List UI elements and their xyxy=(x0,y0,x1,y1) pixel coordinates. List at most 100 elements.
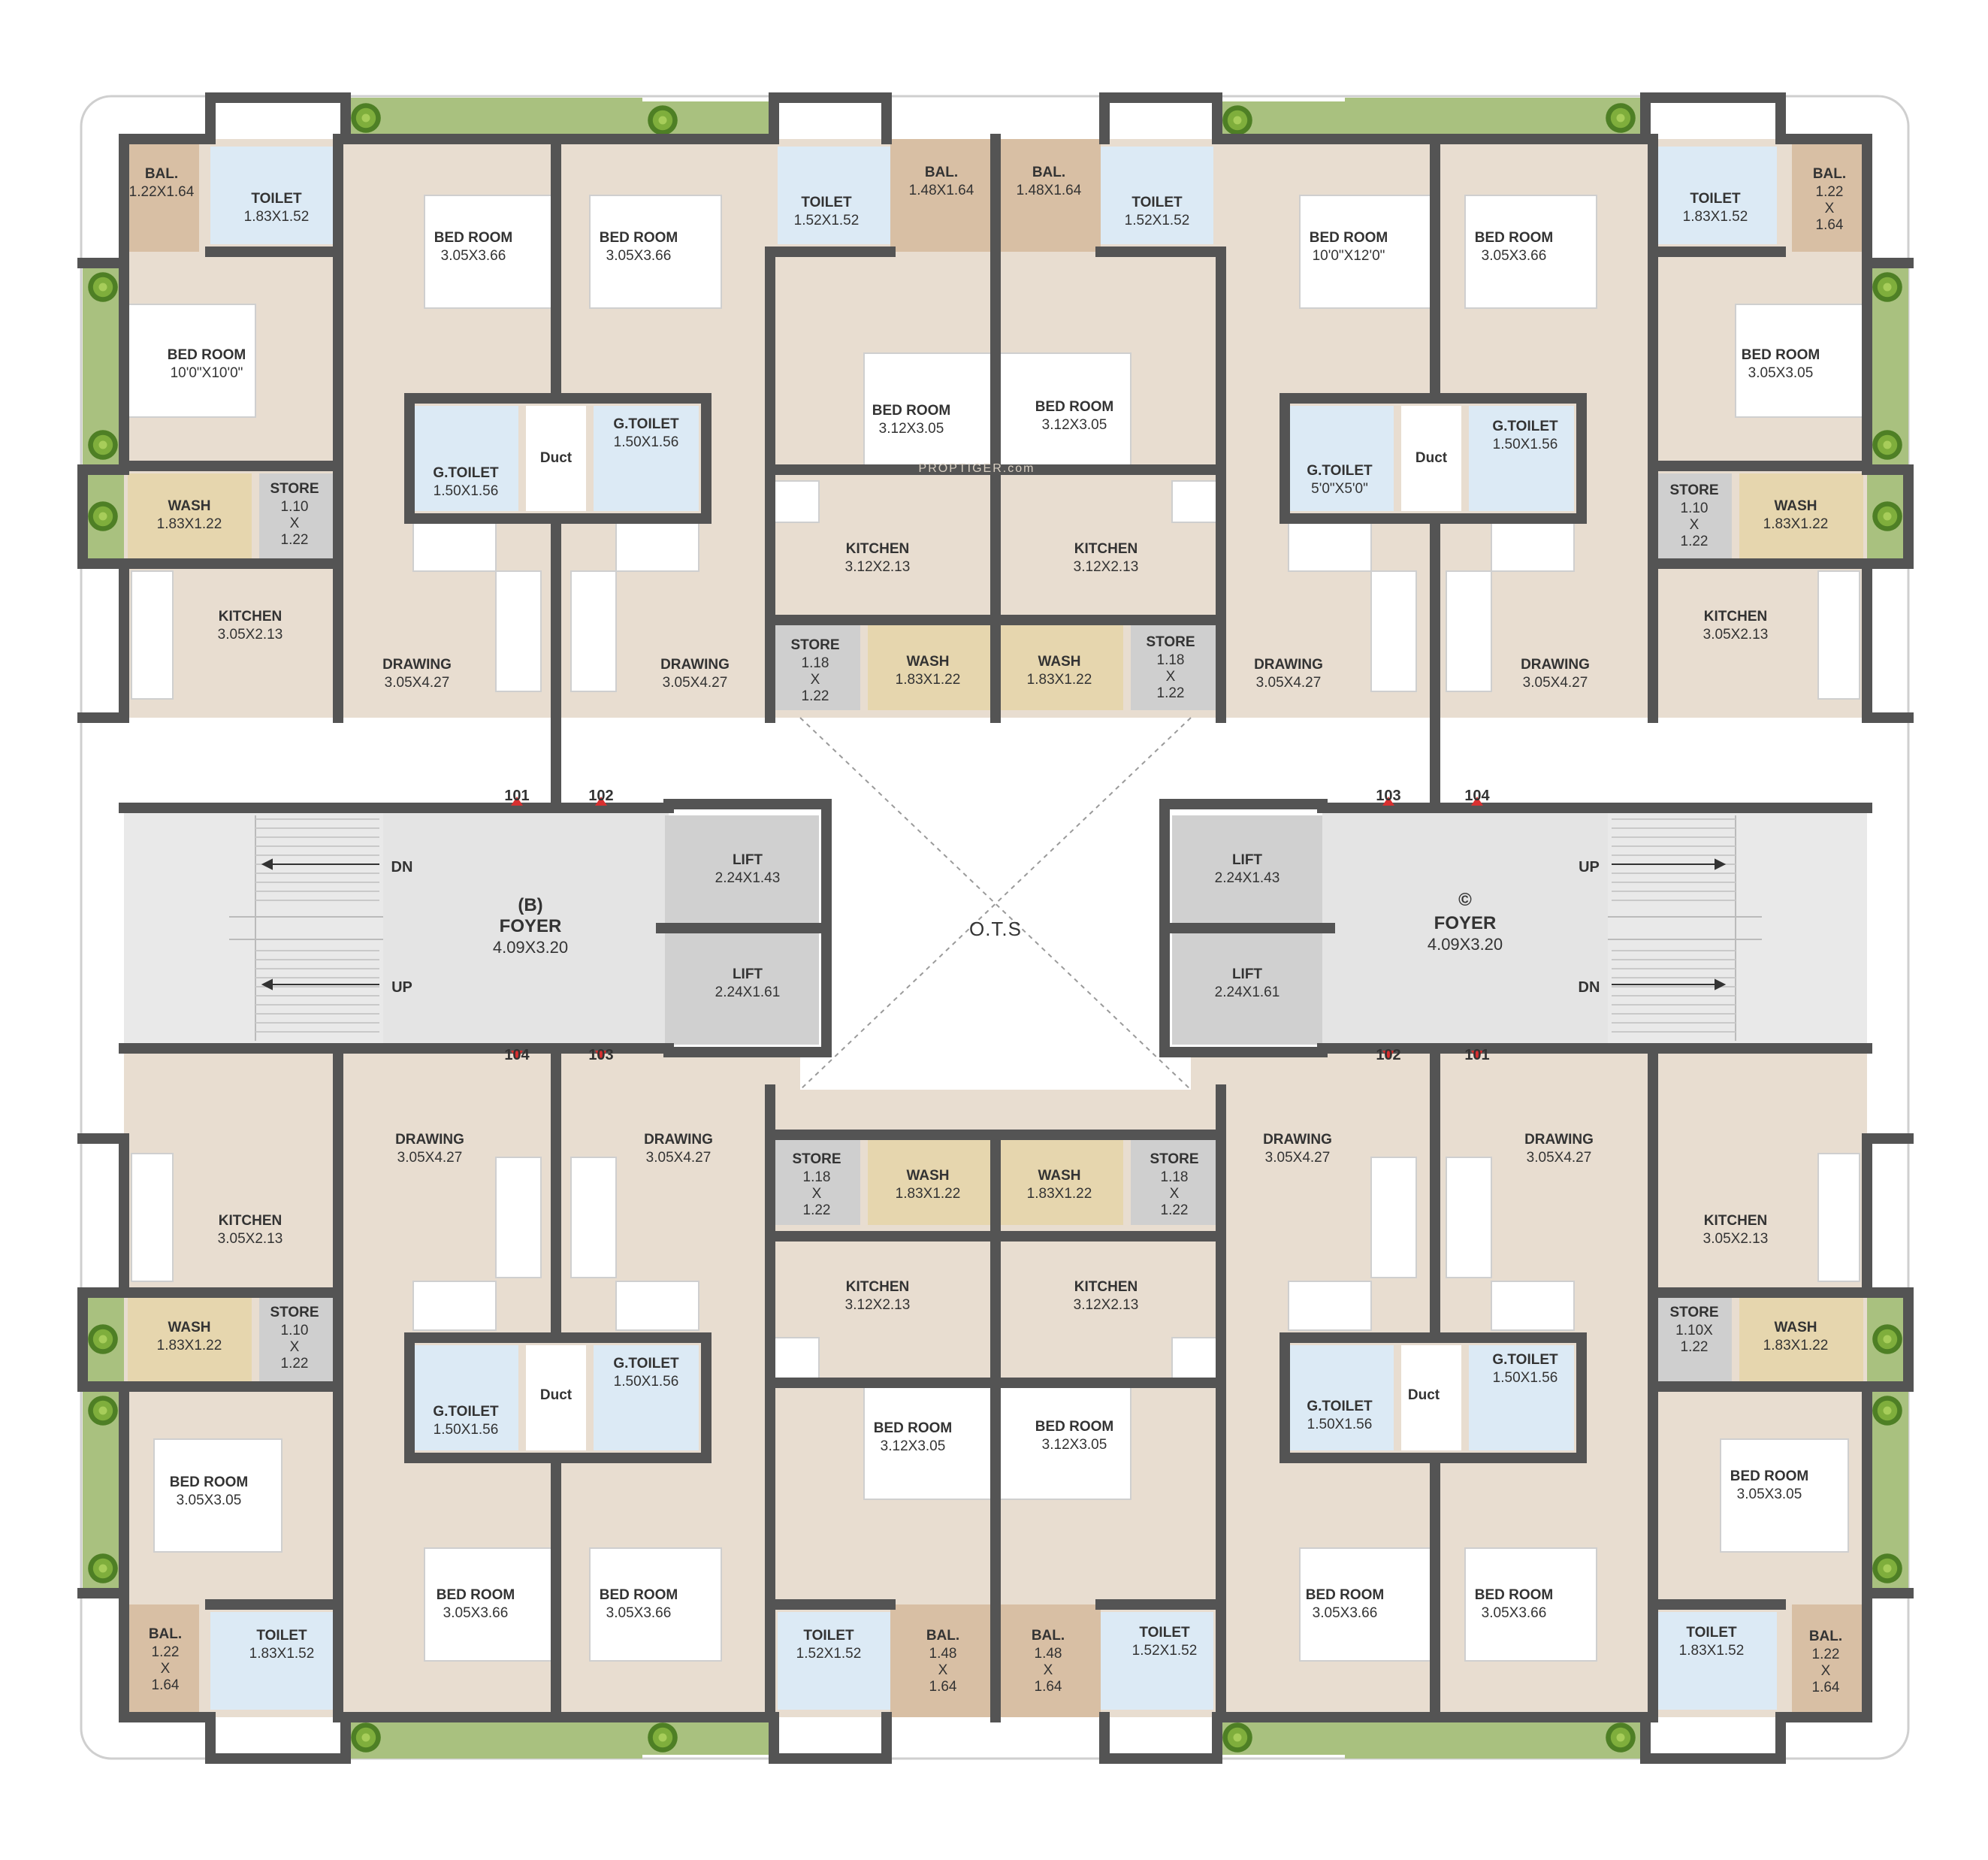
room-dims: X xyxy=(1825,201,1835,216)
room-name: BAL. xyxy=(1032,1628,1065,1644)
room-dims: 3.12X2.13 xyxy=(845,559,911,575)
room-dims: 3.12X2.13 xyxy=(1074,559,1139,575)
room-dims: 1.22 xyxy=(281,532,309,548)
room-dims: 3.05X3.66 xyxy=(1313,1605,1378,1621)
room-dims: 3.05X2.13 xyxy=(218,627,283,643)
room-dims: 1.83X1.22 xyxy=(1763,1338,1829,1353)
room-name: WASH xyxy=(1775,1320,1817,1335)
room-dims: 1.18 xyxy=(1157,652,1185,668)
room-name: TOILET xyxy=(1690,191,1741,207)
stair-b-up: UP xyxy=(391,979,412,996)
room-dims: X xyxy=(290,1339,300,1355)
room-name: BED ROOM xyxy=(1035,399,1114,415)
room-name: WASH xyxy=(907,1168,950,1184)
room-name: KITCHEN xyxy=(219,1213,282,1229)
room-name: DRAWING xyxy=(1521,657,1590,673)
stair-b-dn: DN xyxy=(391,859,413,876)
foyer-b-name: (B) xyxy=(518,895,542,915)
room-dims: 1.50X1.56 xyxy=(614,434,679,450)
room-dims: 3.05X2.13 xyxy=(1703,1231,1769,1247)
room-name: DRAWING xyxy=(1524,1132,1594,1148)
room-name: KITCHEN xyxy=(1704,609,1767,625)
room-name: DRAWING xyxy=(395,1132,464,1148)
room-dims: 1.22 xyxy=(1681,534,1709,549)
entry-markers xyxy=(511,797,1483,1060)
duct-label: Duct xyxy=(1415,450,1448,466)
gardens xyxy=(83,98,1908,1759)
room-name: BAL. xyxy=(1032,165,1065,180)
lift-2-dims: 2.24X1.61 xyxy=(715,984,781,1000)
room-dims: 3.05X3.66 xyxy=(443,1605,509,1621)
room-name: BAL. xyxy=(1813,166,1846,182)
room-dims: X xyxy=(290,516,300,531)
stair-c-up: UP xyxy=(1579,859,1600,876)
foyer-c-label: FOYER xyxy=(1434,913,1497,933)
room-dims: 1.64 xyxy=(152,1677,180,1693)
ots-void xyxy=(800,718,1191,1090)
room-name: TOILET xyxy=(1139,1625,1190,1641)
room-dims: 10'0"X12'0" xyxy=(1313,248,1385,264)
room-dims: 1.52X1.52 xyxy=(794,213,860,228)
room-dims: 1.22 xyxy=(803,1202,831,1218)
lift-1-dims: 2.24X1.43 xyxy=(715,870,781,886)
room-dims: 1.22 xyxy=(1681,1339,1709,1355)
room-dims: 3.12X3.05 xyxy=(879,421,944,437)
room-dims: 1.83X1.52 xyxy=(1683,209,1748,225)
room-dims: 1.48X1.64 xyxy=(909,183,974,198)
room-name: BED ROOM xyxy=(170,1474,249,1490)
room-dims: 3.12X2.13 xyxy=(845,1297,911,1313)
room-name: BED ROOM xyxy=(437,1587,515,1603)
room-name: KITCHEN xyxy=(1074,1279,1138,1295)
room-name: TOILET xyxy=(801,195,852,210)
room-name: BAL. xyxy=(926,1628,959,1644)
room-name: STORE xyxy=(1150,1151,1198,1167)
room-dims: X xyxy=(1170,1186,1180,1202)
room-dims: 3.05X4.27 xyxy=(397,1150,463,1166)
foyer-b-label: FOYER xyxy=(500,916,562,936)
room-dims: 1.83X1.52 xyxy=(249,1646,315,1662)
room-name: KITCHEN xyxy=(846,541,909,557)
room-dims: 1.50X1.56 xyxy=(614,1374,679,1390)
room-dims: 3.05X4.27 xyxy=(646,1150,712,1166)
room-name: G.TOILET xyxy=(613,1356,679,1372)
foyer-b-dims: 4.09X3.20 xyxy=(493,938,568,957)
stair-arrows xyxy=(261,858,1727,990)
room-name: BAL. xyxy=(925,165,958,180)
room-dims: X xyxy=(1044,1662,1053,1678)
ots-label: O.T.S xyxy=(969,918,1022,940)
room-name: WASH xyxy=(168,498,211,514)
unit-number: 101 xyxy=(1464,1047,1489,1063)
unit-number: 103 xyxy=(1376,788,1400,804)
room-dims: 3.05X3.66 xyxy=(1482,248,1547,264)
room-dims: 3.05X4.27 xyxy=(1527,1150,1592,1166)
room-name: WASH xyxy=(907,654,950,670)
room-dims: 1.22 xyxy=(1812,1647,1840,1662)
room-name: G.TOILET xyxy=(1492,419,1558,434)
room-dims: 3.05X4.27 xyxy=(1523,675,1588,691)
room-dims: 1.64 xyxy=(1812,1680,1840,1695)
room-dims: X xyxy=(1166,669,1176,685)
foyer-b-area xyxy=(124,808,819,1048)
duct-label: Duct xyxy=(540,1387,573,1403)
room-dims: 1.48 xyxy=(1035,1646,1062,1662)
room-name: BED ROOM xyxy=(434,230,513,246)
room-dims: 1.18 xyxy=(803,1169,831,1185)
unit-number: 104 xyxy=(1464,788,1490,804)
site-boundary xyxy=(80,95,1910,1760)
room-dims: 1.22 xyxy=(1816,184,1844,200)
room-name: TOILET xyxy=(251,191,302,207)
lift-1-name: LIFT xyxy=(733,852,763,868)
room-name: DRAWING xyxy=(660,657,730,673)
room-dims: 1.83X1.22 xyxy=(896,672,961,688)
room-dims: 1.10 xyxy=(1681,501,1709,516)
unit-number: 103 xyxy=(588,1047,613,1063)
room-dims: X xyxy=(161,1661,171,1677)
room-name: BAL. xyxy=(145,166,178,182)
room-dims: 1.64 xyxy=(1035,1679,1062,1695)
lift-3-dims: 2.24X1.43 xyxy=(1215,870,1280,886)
room-dims: 3.12X3.05 xyxy=(881,1438,946,1454)
room-dims: 1.83X1.22 xyxy=(1027,1186,1092,1202)
room-name: BED ROOM xyxy=(872,403,951,419)
room-name: TOILET xyxy=(256,1628,307,1644)
